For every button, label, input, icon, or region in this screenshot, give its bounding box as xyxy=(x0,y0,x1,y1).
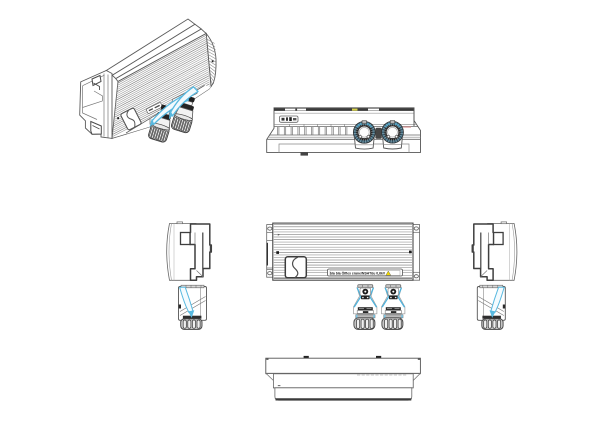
svg-text:bla bla Ölflex crane/NSHTöu 0,: bla bla Ölflex crane/NSHTöu 0,6kV xyxy=(330,271,386,276)
